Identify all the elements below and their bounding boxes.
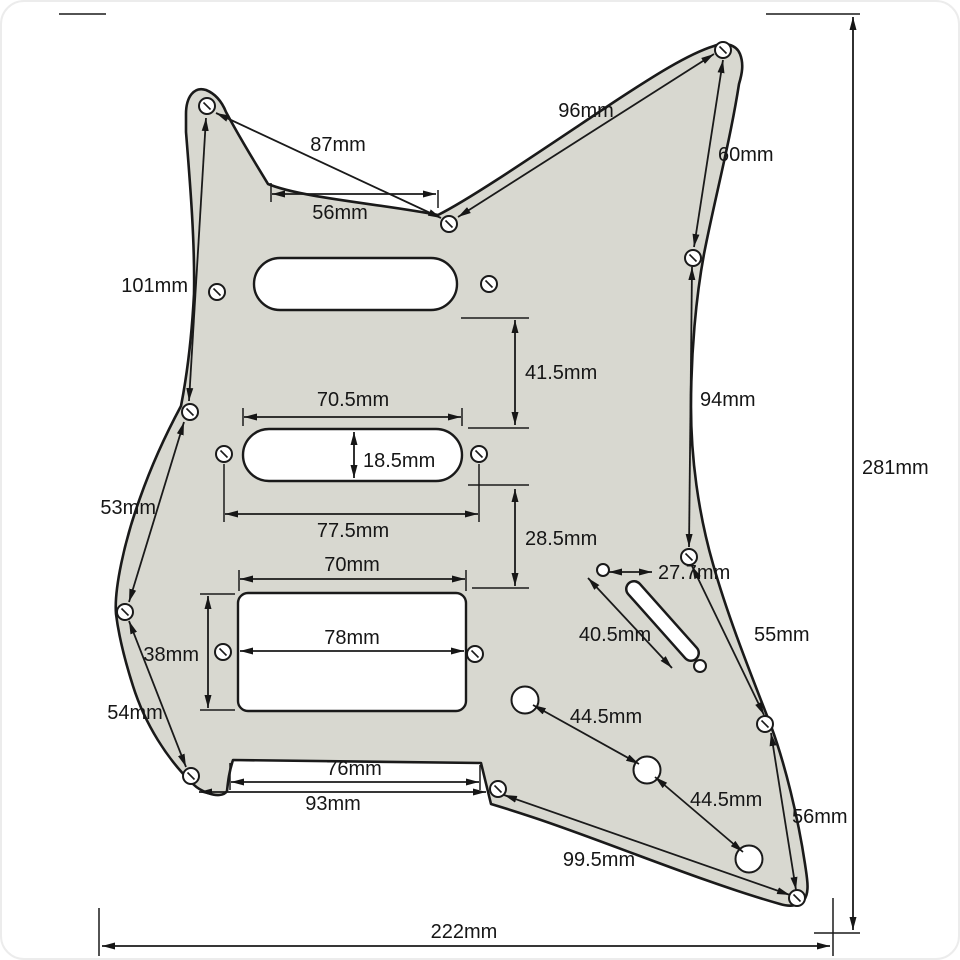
dimension-labels: 87mm 96mm 56mm 60mm 101mm 41.5mm 70.5mm … xyxy=(100,100,928,943)
pot-hole-volume xyxy=(510,685,540,715)
screw-hole xyxy=(214,643,232,661)
dim-label-101mm: 101mm xyxy=(121,275,188,297)
dim-line-94mm xyxy=(685,266,696,548)
screw-hole xyxy=(440,215,458,233)
dim-label-44-5mm-upper: 44.5mm xyxy=(570,706,642,728)
dim-label-93mm: 93mm xyxy=(305,793,361,815)
extension-lines xyxy=(59,13,860,956)
dim-line-87mm xyxy=(215,112,442,219)
screw-hole xyxy=(684,249,702,267)
neck-pickup-cutout xyxy=(252,256,459,312)
dim-label-96mm: 96mm xyxy=(558,100,614,122)
screw-hole xyxy=(215,445,233,463)
dim-label-18-5mm: 18.5mm xyxy=(363,450,435,472)
dim-label-281mm: 281mm xyxy=(862,457,929,479)
screw-hole xyxy=(756,715,774,733)
dim-label-38mm: 38mm xyxy=(143,644,199,666)
screw-hole xyxy=(480,275,498,293)
dim-label-76mm: 76mm xyxy=(326,758,382,780)
dim-label-56mm-right: 56mm xyxy=(792,806,848,828)
dim-label-28-5mm: 28.5mm xyxy=(525,528,597,550)
dim-line-101mm xyxy=(186,117,209,402)
dim-line-60mm xyxy=(692,59,725,248)
dimension-lines xyxy=(102,17,857,950)
screw-hole xyxy=(714,41,732,59)
screw-hole xyxy=(470,445,488,463)
dim-line-55mm xyxy=(691,565,765,716)
bridge-humbucker-cutout xyxy=(236,591,468,713)
dim-label-60mm: 60mm xyxy=(718,144,774,166)
dim-label-56mm-top: 56mm xyxy=(312,202,368,224)
dim-label-55mm: 55mm xyxy=(754,624,810,646)
dim-label-87mm: 87mm xyxy=(310,134,366,156)
switch-screw-hole xyxy=(693,659,707,673)
pot-hole-tone1 xyxy=(632,755,662,785)
dim-label-40-5mm: 40.5mm xyxy=(579,624,651,646)
dim-label-222mm: 222mm xyxy=(431,921,498,943)
dim-line-40-5mm xyxy=(587,577,673,669)
dim-line-96mm xyxy=(457,53,715,218)
dim-label-44-5mm-lower: 44.5mm xyxy=(690,789,762,811)
screw-hole xyxy=(116,603,134,621)
pickguard-outline xyxy=(114,42,809,907)
dim-line-99-5mm xyxy=(503,794,791,896)
dim-label-94mm: 94mm xyxy=(700,389,756,411)
screw-hole xyxy=(466,645,484,663)
screw-hole xyxy=(208,283,226,301)
dim-label-77-5mm: 77.5mm xyxy=(317,520,389,542)
dim-label-70-5mm: 70.5mm xyxy=(317,389,389,411)
switch-screw-hole xyxy=(596,563,610,577)
dim-line-44-5mm-upper xyxy=(532,704,640,765)
screw-hole xyxy=(198,97,216,115)
dim-label-99-5mm: 99.5mm xyxy=(563,849,635,871)
dim-label-70mm: 70mm xyxy=(324,554,380,576)
dim-label-53mm: 53mm xyxy=(100,497,156,519)
dim-line-54mm xyxy=(128,620,187,768)
dim-label-78mm: 78mm xyxy=(324,627,380,649)
screw-hole xyxy=(181,403,199,421)
screw-hole xyxy=(489,780,507,798)
dim-label-27-7mm: 27.7mm xyxy=(658,562,730,584)
screw-hole xyxy=(182,767,200,785)
dim-label-41-5mm: 41.5mm xyxy=(525,362,597,384)
screw-hole xyxy=(788,889,806,907)
dim-line-53mm xyxy=(128,421,185,603)
dim-label-54mm: 54mm xyxy=(107,702,163,724)
